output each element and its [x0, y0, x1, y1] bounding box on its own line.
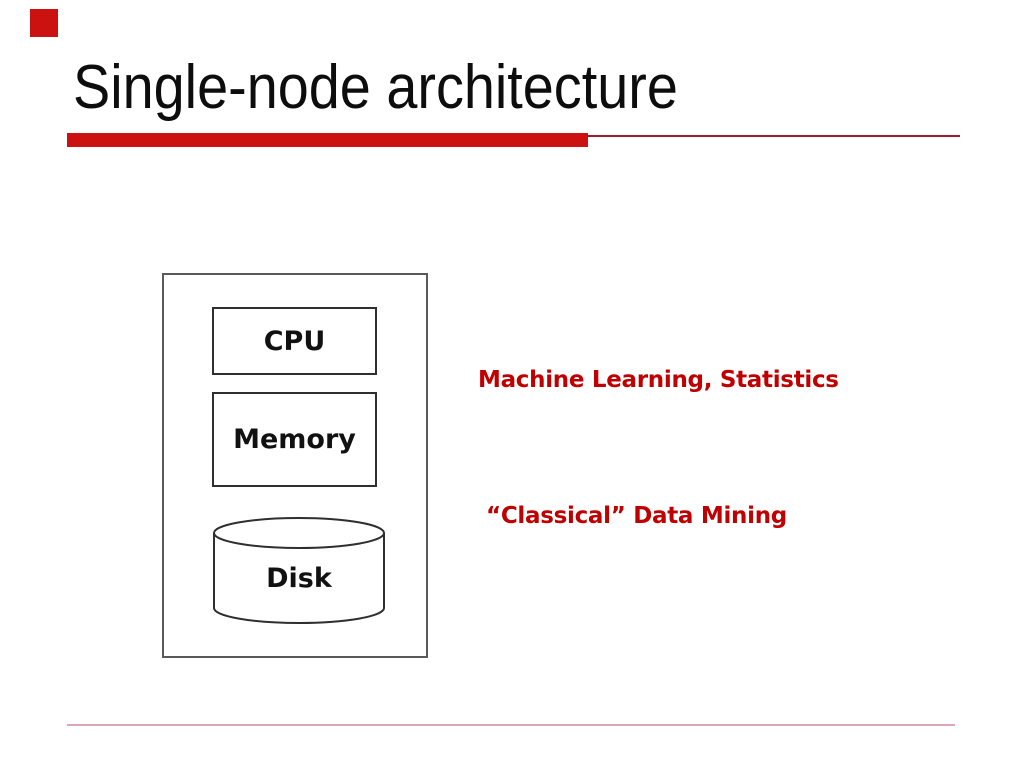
cpu-box: CPU — [212, 307, 377, 375]
accent-square-decoration — [30, 9, 58, 37]
disk-cylinder-top — [213, 517, 385, 549]
annotation-classical-data-mining: “Classical” Data Mining — [486, 503, 787, 529]
slide-title: Single-node architecture — [73, 53, 678, 122]
disk-cylinder-shape — [213, 517, 385, 624]
title-rule-bar — [67, 133, 588, 147]
cpu-label: CPU — [263, 325, 326, 357]
disk-cylinder-body — [213, 533, 385, 624]
memory-label: Memory — [233, 424, 356, 455]
memory-box: Memory — [212, 392, 377, 487]
footer-rule — [67, 724, 955, 726]
annotation-machine-learning-statistics: Machine Learning, Statistics — [478, 367, 839, 393]
disk-label: Disk — [266, 563, 332, 594]
